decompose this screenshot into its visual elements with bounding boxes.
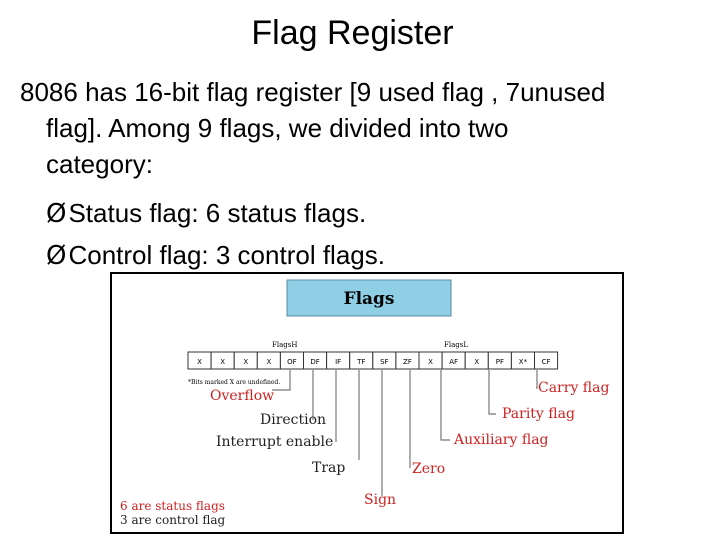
register-cell-label: X <box>220 358 225 366</box>
label-overflow: Overflow <box>210 388 274 404</box>
register-cell-label: OF <box>287 358 297 366</box>
arrow-bullet-icon: Ø <box>46 241 67 271</box>
register-cell-label: CF <box>542 358 551 366</box>
flags-low-label: FlagsL <box>444 341 468 349</box>
diagram-header: Flags <box>344 289 395 309</box>
summary-status: 6 are status flags <box>120 499 225 513</box>
label-direction: Direction <box>260 412 326 428</box>
footnote: *Bits marked X are undefined. <box>188 379 280 386</box>
label-sign: Sign <box>364 492 396 508</box>
register-cell-label: X <box>197 358 202 366</box>
register-cell-label: IF <box>335 358 341 366</box>
register-cell-label: AF <box>449 358 458 366</box>
register-cell-label: X* <box>519 358 528 366</box>
bullet-status: ØStatus flag: 6 status flags. <box>46 196 366 231</box>
arrow-bullet-icon: Ø <box>46 199 67 229</box>
register-cell-label: X <box>266 358 271 366</box>
register-cells: X X X X OF DF IF TF SF ZF X AF X PF X* CF <box>187 351 559 370</box>
slide-title: Flag Register <box>251 14 454 52</box>
register-cell-label: DF <box>310 358 319 366</box>
paragraph-line-1: 8086 has 16-bit flag register [9 used fl… <box>20 77 606 107</box>
label-zero: Zero <box>412 461 445 477</box>
register-cell-label: TF <box>356 358 365 366</box>
label-auxiliary: Auxiliary flag <box>453 432 549 448</box>
label-parity: Parity flag <box>502 406 575 422</box>
label-interrupt: Interrupt enable <box>216 434 333 450</box>
register-cell-label: PF <box>496 358 504 366</box>
register-cell-label: SF <box>380 358 388 366</box>
header-box <box>286 279 452 317</box>
register-cell-label: X <box>428 358 433 366</box>
bullet-text: Status flag: 6 status flags. <box>68 198 367 228</box>
paragraph-line-2: flag]. Among 9 flags, we divided into tw… <box>46 113 509 143</box>
flags-high-label: FlagsH <box>272 341 297 349</box>
register-cell-label: X <box>474 358 479 366</box>
register-cell <box>534 351 559 370</box>
register-cell-label: X <box>243 358 248 366</box>
summary-control: 3 are control flag <box>120 513 226 527</box>
label-trap: Trap <box>312 460 345 476</box>
bullet-text: Control flag: 3 control flags. <box>68 240 385 270</box>
paragraph-line-3: category: <box>46 149 153 179</box>
label-carry: Carry flag <box>538 380 609 396</box>
bullet-control: ØControl flag: 3 control flags. <box>46 238 385 273</box>
register-cell-label: ZF <box>403 358 412 366</box>
connector-lines <box>272 370 538 496</box>
intro-paragraph: 8086 has 16-bit flag register [9 used fl… <box>20 74 700 182</box>
